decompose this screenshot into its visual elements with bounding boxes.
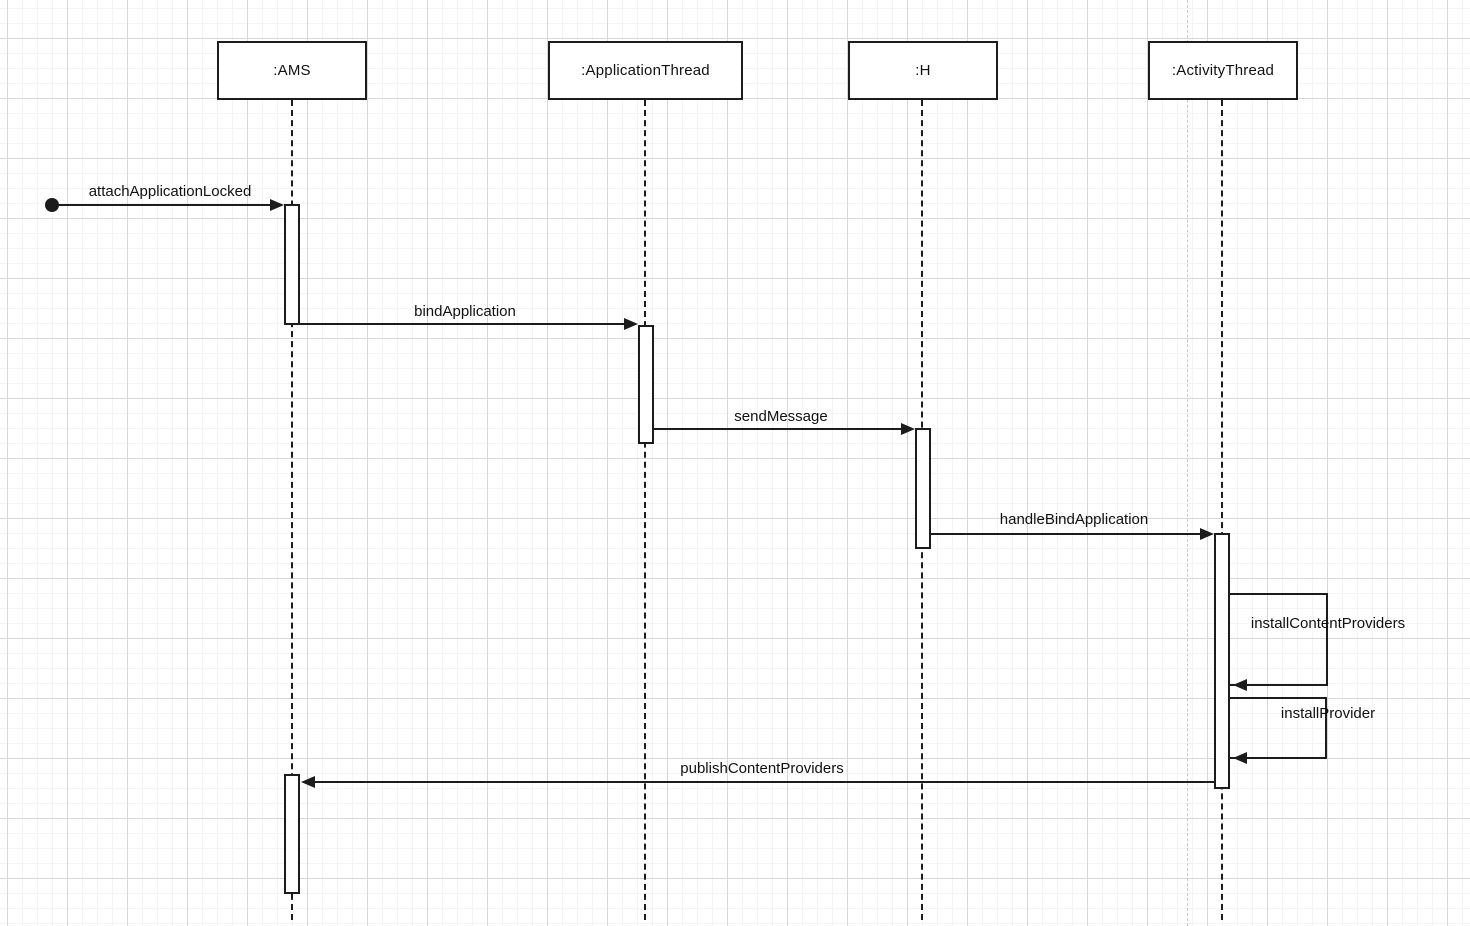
activation-bar-ams-1[interactable]	[284, 204, 300, 325]
lifeline-label: :ApplicationThread	[581, 62, 710, 79]
self-message-loop-install-provider[interactable]	[1230, 697, 1327, 759]
lifeline-label: :ActivityThread	[1171, 62, 1275, 79]
message-label[interactable]: installContentProviders	[1250, 615, 1406, 632]
lifeline-head-activity-thread[interactable]: :ActivityThread	[1148, 41, 1298, 100]
message-line-send-message[interactable]	[653, 428, 903, 430]
message-label[interactable]: installProvider	[1280, 705, 1376, 722]
message-label[interactable]: sendMessage	[734, 408, 828, 425]
message-label[interactable]: publishContentProviders	[680, 760, 844, 777]
activation-bar-activity-thread[interactable]	[1214, 533, 1230, 789]
lifeline-head-h[interactable]: :H	[848, 41, 998, 100]
lifeline-ams[interactable]	[291, 100, 293, 920]
lifeline-head-ams[interactable]: :AMS	[217, 41, 367, 100]
arrowhead-right-icon	[1200, 528, 1214, 540]
lifeline-label: :AMS	[273, 62, 311, 79]
arrowhead-right-icon	[624, 318, 638, 330]
message-line-bind-application[interactable]	[299, 323, 626, 325]
activation-bar-h[interactable]	[915, 428, 931, 549]
arrowhead-left-icon	[1233, 752, 1247, 764]
page-boundary-line	[1187, 0, 1188, 926]
message-label[interactable]: bindApplication	[414, 303, 516, 320]
arrowhead-right-icon	[901, 423, 915, 435]
self-message-loop-install-content-providers[interactable]	[1230, 593, 1328, 686]
message-line-publish-content-providers[interactable]	[313, 781, 1214, 783]
message-label[interactable]: attachApplicationLocked	[88, 183, 252, 200]
lifeline-activity-thread[interactable]	[1221, 100, 1223, 920]
lifeline-label: :H	[915, 62, 931, 79]
activation-bar-application-thread[interactable]	[638, 325, 654, 444]
arrowhead-left-icon	[301, 776, 315, 788]
message-line-handle-bind-application[interactable]	[930, 533, 1202, 535]
activation-bar-ams-2[interactable]	[284, 774, 300, 894]
message-label[interactable]: handleBindApplication	[999, 511, 1149, 528]
arrowhead-left-icon	[1233, 679, 1247, 691]
lifeline-application-thread[interactable]	[644, 100, 646, 920]
message-line-attach-application-locked[interactable]	[59, 204, 272, 206]
arrowhead-right-icon	[270, 199, 284, 211]
lifeline-head-application-thread[interactable]: :ApplicationThread	[548, 41, 743, 100]
start-node-icon[interactable]	[45, 198, 59, 212]
